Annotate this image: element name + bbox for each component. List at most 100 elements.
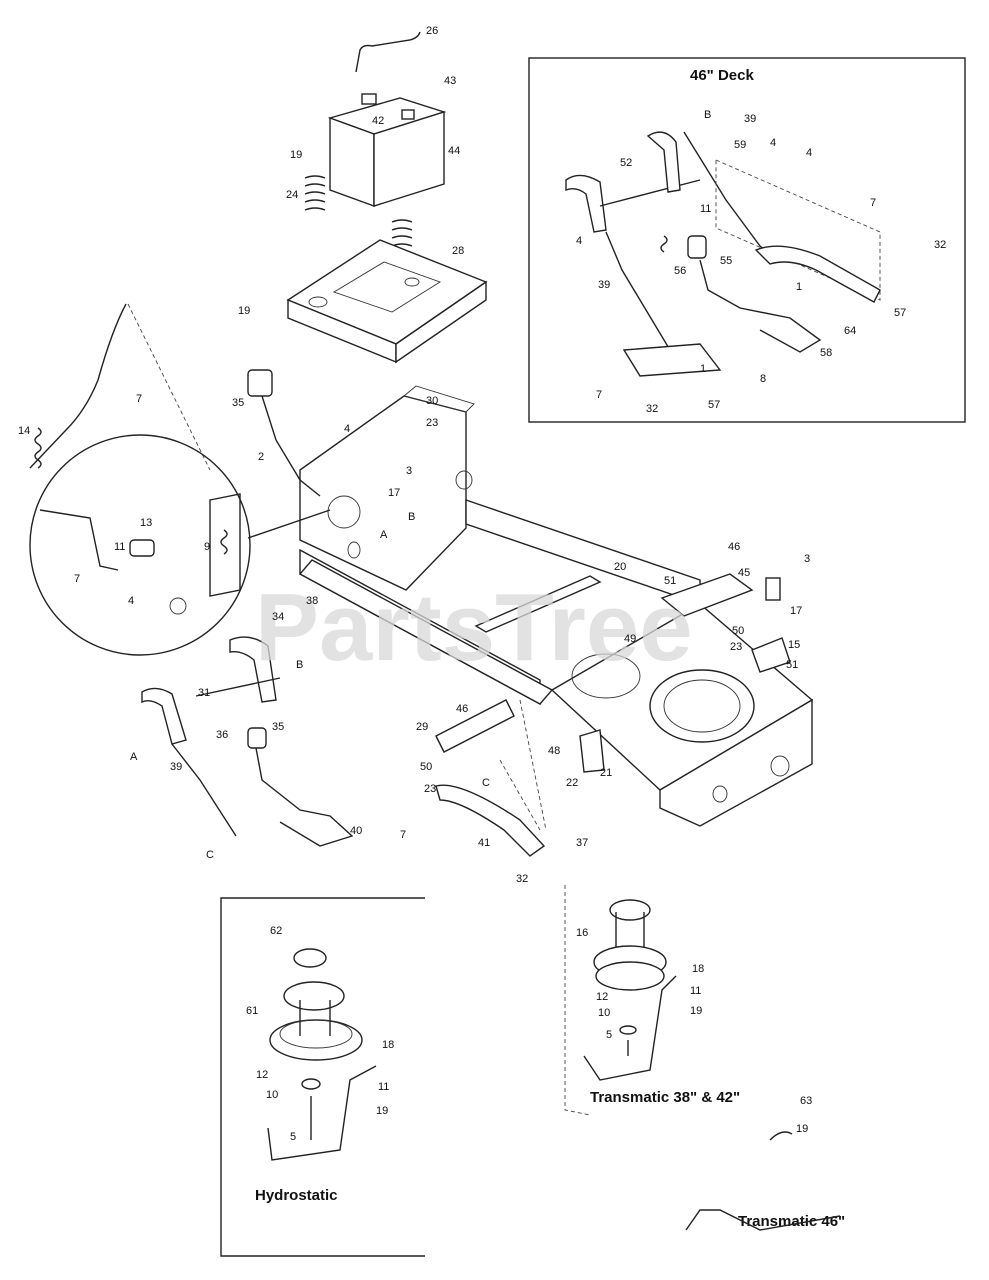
- callout: 29: [416, 721, 428, 733]
- callout: 24: [286, 189, 298, 201]
- callout: 39: [598, 279, 610, 291]
- callout: 7: [400, 829, 406, 841]
- callout: 39: [170, 761, 182, 773]
- callout: 28: [452, 245, 464, 257]
- callout: 19: [376, 1105, 388, 1117]
- callout: 9: [204, 541, 210, 553]
- inset-title-hydrostatic: Hydrostatic: [255, 1187, 338, 1204]
- callout: 23: [424, 783, 436, 795]
- battery-drawing: [327, 93, 447, 207]
- callout: 57: [708, 399, 720, 411]
- callout: 19: [796, 1123, 808, 1135]
- callout: 15: [788, 639, 800, 651]
- callout: 23: [730, 641, 742, 653]
- callout: 30: [426, 395, 438, 407]
- inset-title-46-deck: 46" Deck: [690, 67, 754, 84]
- watermark: PartsTree: [255, 574, 693, 681]
- callout: 13: [140, 517, 152, 529]
- callout: 18: [692, 963, 704, 975]
- callout: 26: [426, 25, 438, 37]
- callout: 22: [566, 777, 578, 789]
- callout: 34: [272, 611, 284, 623]
- callout: 5: [606, 1029, 612, 1041]
- callout: 51: [786, 659, 798, 671]
- callout: 10: [598, 1007, 610, 1019]
- callouts: 26 43 42 44 19 24 28 19 7 14 35 30 4 23 …: [18, 25, 946, 1143]
- callout: 7: [74, 573, 80, 585]
- main-frame-drawing: [298, 385, 814, 827]
- callout: 21: [600, 767, 612, 779]
- callout: 56: [674, 265, 686, 277]
- callout: C: [482, 777, 490, 789]
- callout: 38: [306, 595, 318, 607]
- brake-pedal-drawing: [141, 636, 354, 847]
- callout: 4: [576, 235, 582, 247]
- callout: 35: [232, 397, 244, 409]
- inset-frame-hydrostatic: [220, 897, 425, 1257]
- callout: 41: [478, 837, 490, 849]
- callout: 48: [548, 745, 560, 757]
- callout: 36: [216, 729, 228, 741]
- callout: 4: [128, 595, 134, 607]
- callout: 4: [344, 423, 350, 435]
- callout: 49: [624, 633, 636, 645]
- callout: 59: [734, 139, 746, 151]
- callout: 46: [456, 703, 468, 715]
- callout: 17: [790, 605, 802, 617]
- callout: 40: [350, 825, 362, 837]
- callout: 45: [738, 567, 750, 579]
- transmatic-pulley-drawing: [583, 899, 841, 1231]
- callout: 11: [700, 203, 711, 215]
- callout: 18: [382, 1039, 394, 1051]
- callout: 1: [700, 363, 706, 375]
- callout: 31: [198, 687, 210, 699]
- callout: 10: [266, 1089, 278, 1101]
- choke-cable-drawing: [29, 303, 211, 471]
- callout: 32: [646, 403, 658, 415]
- callout: 11: [114, 541, 125, 553]
- callout: 3: [804, 553, 810, 565]
- callout: A: [130, 751, 138, 763]
- inset-title-transmatic-46: Transmatic 46": [738, 1213, 845, 1230]
- callout: 46: [728, 541, 740, 553]
- throttle-lever-drawing: [247, 369, 321, 497]
- callout: 16: [576, 927, 588, 939]
- callout: 20: [614, 561, 626, 573]
- deck46-mechanism-drawing: [565, 131, 881, 377]
- callout: 63: [800, 1095, 812, 1107]
- hydrostatic-pulley-drawing: [267, 948, 377, 1161]
- callout: 1: [796, 281, 802, 293]
- callout: 57: [894, 307, 906, 319]
- callout: 2: [258, 451, 264, 463]
- callout: 58: [820, 347, 832, 359]
- callout: 19: [238, 305, 250, 317]
- callout: 4: [806, 147, 812, 159]
- lift-bracket-drawing: [435, 699, 605, 857]
- inset-frame-46-deck: [528, 57, 966, 423]
- callout: 14: [18, 425, 30, 437]
- callout: 55: [720, 255, 732, 267]
- callout: 62: [270, 925, 282, 937]
- callout: 8: [760, 373, 766, 385]
- callout: 37: [576, 837, 588, 849]
- detail-magnifier-circle: [29, 434, 331, 656]
- callout: 7: [870, 197, 876, 209]
- callout: 50: [732, 625, 744, 637]
- battery-tray-drawing: [286, 239, 488, 364]
- inset-title-transmatic-38-42: Transmatic 38" & 42": [590, 1089, 740, 1106]
- callout: 44: [448, 145, 460, 157]
- callout: 61: [246, 1005, 258, 1017]
- callout: B: [408, 511, 415, 523]
- callout: 64: [844, 325, 856, 337]
- battery-spring-drawing: [304, 175, 413, 255]
- callout: A: [380, 529, 388, 541]
- callout: 11: [690, 985, 701, 997]
- callout: 32: [516, 873, 528, 885]
- callout: 19: [290, 149, 302, 161]
- callout: 7: [136, 393, 142, 405]
- callout: 3: [406, 465, 412, 477]
- callout: 11: [378, 1081, 389, 1093]
- battery-cable-drawing: [355, 31, 421, 73]
- callout: 39: [744, 113, 756, 125]
